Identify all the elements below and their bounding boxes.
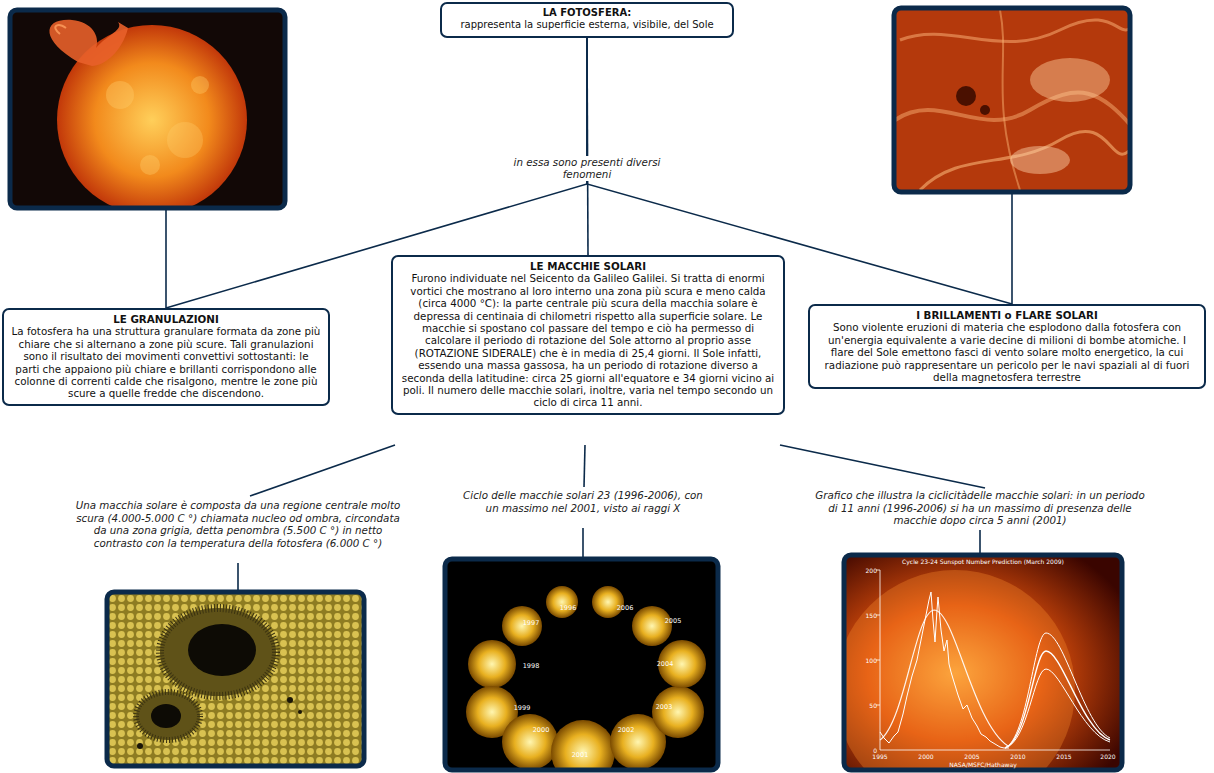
chart-text: 50 [853,702,877,709]
pore [298,710,302,714]
bright-patch [1030,58,1110,102]
sun-mottle [140,155,160,175]
image-caption: Grafico che illustra la ciclicitàdelle m… [810,489,1150,527]
node-text: Furono individuate nel Seicento da Galil… [399,272,777,408]
leader-line [979,530,981,555]
xray-cycle-photo [445,559,718,770]
connector-line [587,38,588,255]
year-label: 1998 [516,663,546,670]
chart-text: 2000 [914,753,938,760]
year-label: 2002 [611,727,641,734]
umbra [188,624,256,676]
concept-box: LE MACCHIE SOLARIFurono individuate nel … [391,255,785,415]
xray-sun [546,586,578,618]
node-text: rappresenta la superficie esterna, visib… [448,19,726,31]
leader-line [237,563,239,592]
year-label: 2000 [526,727,556,734]
prediction-curve [1005,669,1110,748]
year-label: 2004 [650,661,680,668]
chart-text: 150 [853,612,877,619]
dark-spot [980,105,990,115]
year-label: 2003 [649,704,679,711]
image-caption: Una macchia solare è composta da una reg… [73,499,403,549]
pore [137,743,143,749]
chart-text: 2010 [1006,753,1030,760]
xray-sun [551,720,615,770]
chart-text: NASA/MSFC/Hathaway [923,761,1043,768]
year-label: 1996 [553,605,583,612]
smoothed-series [880,610,1008,746]
sunspot-chart [844,555,1122,770]
leader-line [1011,192,1013,306]
year-label: 2006 [610,605,640,612]
chart-text: 1995 [868,753,892,760]
prediction-curve [1005,633,1110,748]
year-label: 2005 [658,618,688,625]
chart-text: 100 [853,657,877,664]
leader-line [165,208,167,310]
xray-sun [502,714,558,770]
chart-frame [844,555,1122,770]
penumbra [136,692,200,740]
chart-text: 2020 [1096,753,1120,760]
granulation [107,592,364,766]
node-heading: I BRILLAMENTI o FLARE SOLARI [816,309,1198,321]
sunspot-photo [107,592,364,766]
chart-text: 2015 [1052,753,1076,760]
concept-box: LE GRANULAZIONILa fotosfera ha una strut… [2,308,330,406]
year-label: 1997 [516,620,546,627]
umbra [151,704,181,728]
node-heading: LE GRANULAZIONI [10,313,322,325]
edge-label: in essa sono presenti diversi fenomeni [509,156,665,181]
sun-backdrop [844,570,1075,770]
node-text: Sono violente eruzioni di materia che es… [816,321,1198,383]
year-label: 1999 [507,705,537,712]
chart-text: 200 [853,567,877,574]
concept-box: I BRILLAMENTI o FLARE SOLARISono violent… [808,304,1206,389]
penumbra [160,608,276,696]
chart-text: 0 [853,747,877,754]
sun-mottle [167,122,203,158]
node-heading: LE MACCHIE SOLARI [399,260,777,272]
prediction-curve [1005,651,1110,748]
pore [287,697,293,703]
plasma-strand [895,93,1130,130]
node-text: La fotosfera ha una struttura granulare … [10,325,322,399]
photo-frame [445,559,718,770]
plasma-strand [900,20,1130,42]
prominence [55,25,66,34]
chart-text: 2005 [960,753,984,760]
prominence-photo [10,10,285,208]
plasma-strand [920,131,1130,190]
chart-axis [880,570,1110,750]
sun-mottle [106,81,134,109]
leader-line [582,528,584,559]
xray-sun [652,686,704,738]
flare-photo [894,8,1130,192]
prominence [49,20,128,66]
photo-frame [10,10,285,208]
photo-frame [894,8,1130,192]
dark-spot [956,86,976,106]
image-caption: Ciclo delle macchie solari 23 (1996-2006… [463,489,703,514]
chart-text: Cycle 23-24 Sunspot Number Prediction (M… [848,558,1118,565]
leader-line [250,445,395,496]
xray-sun [632,606,672,646]
root-box: LA FOTOSFERA:rappresenta la superficie e… [440,2,734,38]
leader-line [780,445,985,488]
xray-sun [468,640,516,688]
xray-sun [592,586,624,618]
bright-patch [1010,146,1070,174]
photo-frame [107,592,364,766]
year-label: 2001 [565,752,595,759]
observed-series [880,592,1009,748]
sun-mottle [191,76,209,94]
node-heading: LA FOTOSFERA: [448,7,726,19]
leader-line [584,445,585,487]
